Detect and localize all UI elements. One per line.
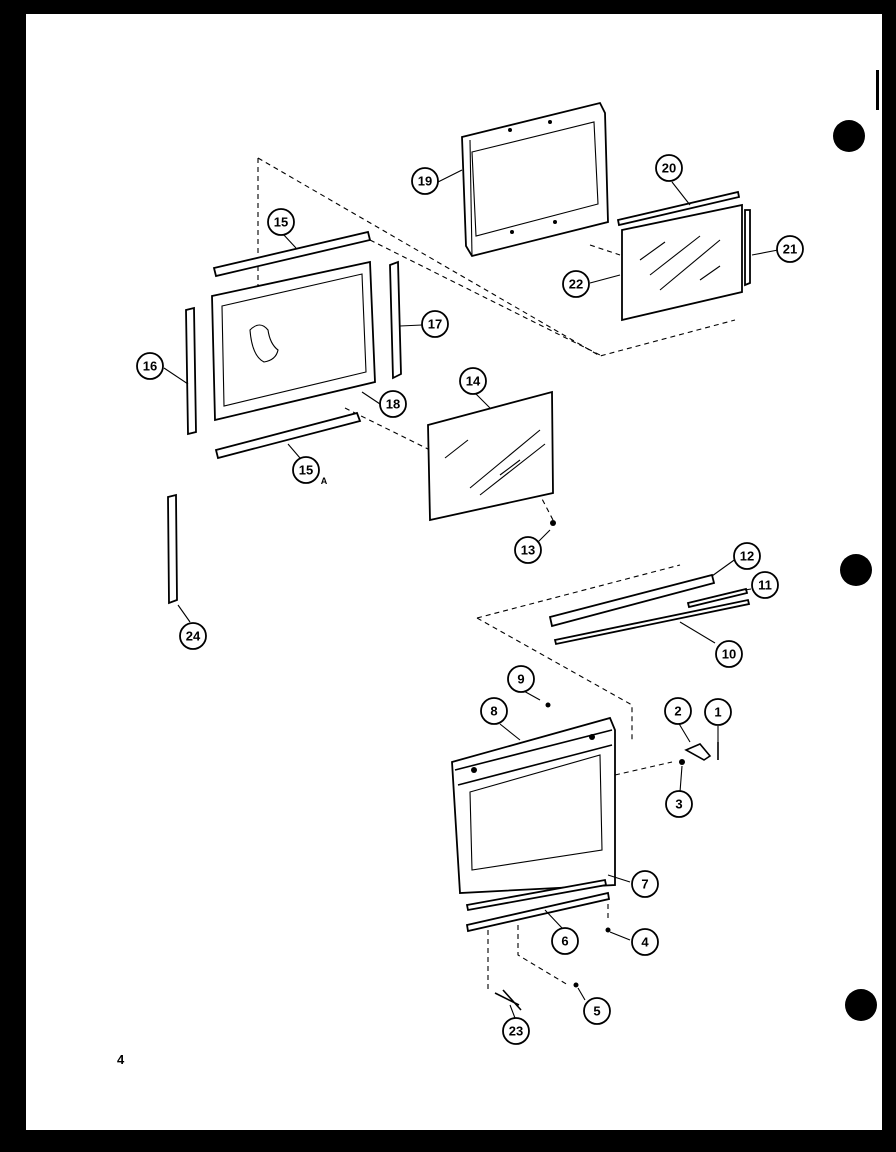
- svg-text:8: 8: [490, 704, 497, 719]
- svg-text:12: 12: [740, 549, 754, 564]
- part-21-side-strip: [744, 209, 751, 287]
- part-12-top-rail: [548, 573, 716, 628]
- part-18-door-frame: [211, 260, 376, 422]
- callout-12: 12: [733, 542, 761, 570]
- svg-text:18: 18: [386, 397, 400, 412]
- part-3-bolt: [679, 759, 685, 765]
- callout-8: 8: [480, 697, 508, 725]
- callout-2: 2: [664, 697, 692, 725]
- callout-6: 6: [551, 927, 579, 955]
- part-9-screw: [545, 702, 551, 708]
- callout-3: 3: [665, 790, 693, 818]
- part-13-screw: [550, 520, 556, 526]
- svg-text:2: 2: [674, 704, 681, 719]
- svg-text:24: 24: [186, 629, 201, 644]
- svg-text:11: 11: [758, 578, 772, 593]
- part-15a-bottom-bar: [214, 411, 362, 460]
- svg-text:5: 5: [593, 1004, 600, 1019]
- svg-text:23: 23: [509, 1024, 523, 1039]
- callout-1: 1: [704, 698, 732, 726]
- callout-4: 4: [631, 928, 659, 956]
- part-11-small-rail: [686, 587, 749, 609]
- svg-text:17: 17: [428, 317, 442, 332]
- part-2-latch: [684, 743, 712, 761]
- svg-text:21: 21: [783, 242, 797, 257]
- callout-14: 14: [459, 367, 487, 395]
- scan-edge-mark: [876, 70, 879, 110]
- callout-18: 18: [379, 390, 407, 418]
- part-10-long-rail: [553, 598, 751, 646]
- part-7-hinge-pin: [465, 878, 608, 912]
- part-20-seal-strip: [616, 190, 741, 227]
- svg-text:14: 14: [466, 374, 481, 389]
- callout-17: 17: [421, 310, 449, 338]
- part-5-screw: [573, 982, 579, 988]
- svg-text:22: 22: [569, 277, 583, 292]
- assembly-guide-lines: [257, 157, 736, 990]
- svg-text:3: 3: [675, 797, 682, 812]
- callout-22: 22: [562, 270, 590, 298]
- callout-13: 13: [514, 536, 542, 564]
- svg-text:1: 1: [714, 705, 721, 720]
- callout-21: 21: [776, 235, 804, 263]
- callout-15a: 15A: [292, 456, 328, 486]
- svg-text:7: 7: [641, 877, 648, 892]
- svg-text:15: 15: [299, 463, 313, 478]
- callout-23: 23: [502, 1017, 530, 1045]
- callout-16: 16: [136, 352, 164, 380]
- svg-text:16: 16: [143, 359, 157, 374]
- svg-text:6: 6: [561, 934, 568, 949]
- part-22-glass-panel: [621, 203, 743, 322]
- part-8-lower-door: [451, 716, 616, 894]
- svg-text:10: 10: [722, 647, 736, 662]
- callout-15: 15: [267, 208, 295, 236]
- callout-20: 20: [655, 154, 683, 182]
- part-14-glass-panel: [427, 390, 554, 522]
- callout-11: 11: [751, 571, 779, 599]
- svg-text:4: 4: [641, 935, 649, 950]
- part-23-spring: [494, 989, 522, 1011]
- svg-text:20: 20: [662, 161, 676, 176]
- part-16-left-strip: [185, 306, 197, 436]
- part-6-bottom-bar: [465, 891, 611, 933]
- svg-text:19: 19: [418, 174, 432, 189]
- callout-5: 5: [583, 997, 611, 1025]
- callout-leader-lines: [163, 169, 779, 1019]
- binder-hole-middle: [840, 554, 872, 586]
- part-17-right-strip: [389, 260, 402, 380]
- callout-7: 7: [631, 870, 659, 898]
- svg-text:9: 9: [517, 672, 524, 687]
- part-24-vertical-strip: [167, 493, 178, 605]
- callout-10: 10: [715, 640, 743, 668]
- callout-9: 9: [507, 665, 535, 693]
- binder-hole-bottom: [845, 989, 877, 1021]
- page-number: 4: [117, 1052, 125, 1067]
- binder-hole-top: [833, 120, 865, 152]
- paper-sheet: [26, 14, 882, 1130]
- svg-text:13: 13: [521, 543, 535, 558]
- callout-24: 24: [179, 622, 207, 650]
- svg-text:A: A: [321, 476, 328, 486]
- svg-text:15: 15: [274, 215, 288, 230]
- part-4-screw: [605, 927, 611, 933]
- callout-19: 19: [411, 167, 439, 195]
- part-15-top-bar: [212, 230, 372, 278]
- part-19-top-frame: [461, 101, 609, 258]
